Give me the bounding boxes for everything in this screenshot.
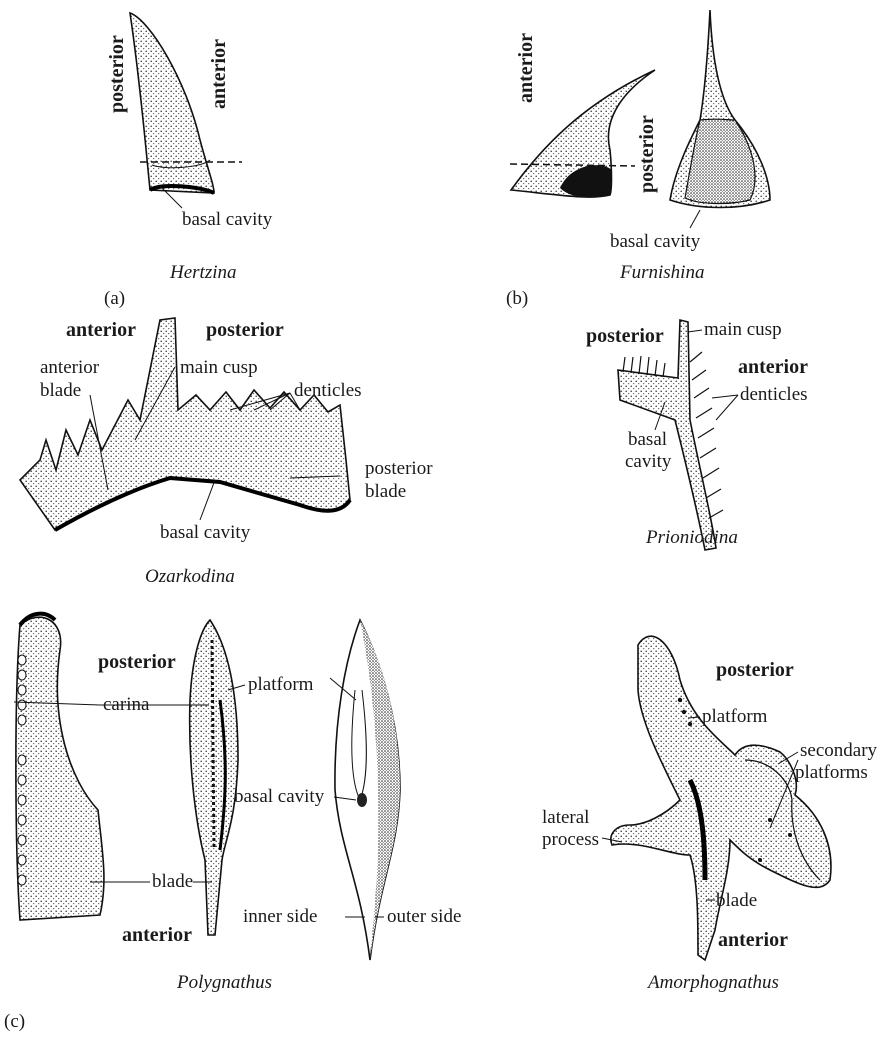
amorphognathus-secondary-platforms-label-line2: platforms <box>795 763 868 782</box>
amorphognathus-taxon-name: Amorphognathus <box>648 973 779 992</box>
ozarkodina-anterior-blade-label-line2: blade <box>40 381 81 400</box>
polygnathus-basal-cavity-label: basal cavity <box>234 787 324 806</box>
amorphognathus-lateral-process-label-line2: process <box>542 830 599 849</box>
furnishina-basal-cavity-label: basal cavity <box>610 232 700 251</box>
polygnathus-posterior-label: posterior <box>98 652 176 672</box>
polygnathus-inner-side-label: inner side <box>243 907 317 926</box>
prioniodina-basal-cavity-label-line2: cavity <box>625 452 671 471</box>
prioniodina-denticles-label: denticles <box>740 385 808 404</box>
panel-b-letter: (b) <box>506 289 528 308</box>
ozarkodina-posterior-blade-label-line1: posterior <box>365 459 433 478</box>
furnishina-taxon-name: Furnishina <box>620 263 704 282</box>
polygnathus-blade-label: blade <box>152 872 193 891</box>
hertzina-taxon-name: Hertzina <box>170 263 237 282</box>
prioniodina-basal-cavity-label-line1: basal <box>628 430 667 449</box>
prioniodina-posterior-label: posterior <box>586 326 664 346</box>
amorphognathus-anterior-label: anterior <box>718 930 788 950</box>
furnishina-anterior-label: anterior <box>516 23 538 103</box>
ozarkodina-anterior-label: anterior <box>66 320 136 340</box>
polygnathus-taxon-name: Polygnathus <box>177 973 272 992</box>
polygnathus-outer-side-label: outer side <box>387 907 461 926</box>
polygnathus-anterior-label: anterior <box>122 925 192 945</box>
hertzina-anterior-label: anterior <box>209 29 231 109</box>
polygnathus-carina-label: carina <box>103 695 149 714</box>
ozarkodina-anterior-blade-label-line1: anterior <box>40 358 99 377</box>
ozarkodina-posterior-blade-label-line2: blade <box>365 482 406 501</box>
prioniodina-anterior-label: anterior <box>738 357 808 377</box>
panel-c-letter: (c) <box>4 1012 25 1031</box>
ozarkodina-drawing <box>20 318 350 530</box>
panel-a-letter: (a) <box>104 289 125 308</box>
amorphognathus-blade-label: blade <box>716 891 757 910</box>
ozarkodina-posterior-label: posterior <box>206 320 284 340</box>
amorphognathus-lateral-process-label-line1: lateral <box>542 808 589 827</box>
amorphognathus-platform-label: platform <box>702 707 767 726</box>
prioniodina-main-cusp-label: main cusp <box>704 320 782 339</box>
prioniodina-taxon-name: Prioniodina <box>646 528 738 547</box>
amorphognathus-posterior-label: posterior <box>716 660 794 680</box>
furnishina-posterior-label: posterior <box>637 113 659 193</box>
ozarkodina-taxon-name: Ozarkodina <box>145 567 235 586</box>
polygnathus-platform-label: platform <box>248 675 313 694</box>
amorphognathus-drawing <box>611 636 831 960</box>
ozarkodina-denticles-label: denticles <box>294 381 362 400</box>
hertzina-posterior-label: posterior <box>107 33 129 113</box>
hertzina-basal-cavity-label: basal cavity <box>182 210 272 229</box>
ozarkodina-main-cusp-label: main cusp <box>180 358 258 377</box>
amorphognathus-secondary-platforms-label-line1: secondary <box>800 741 877 760</box>
polygnathus-drawing <box>16 614 400 960</box>
ozarkodina-basal-cavity-label: basal cavity <box>160 523 250 542</box>
